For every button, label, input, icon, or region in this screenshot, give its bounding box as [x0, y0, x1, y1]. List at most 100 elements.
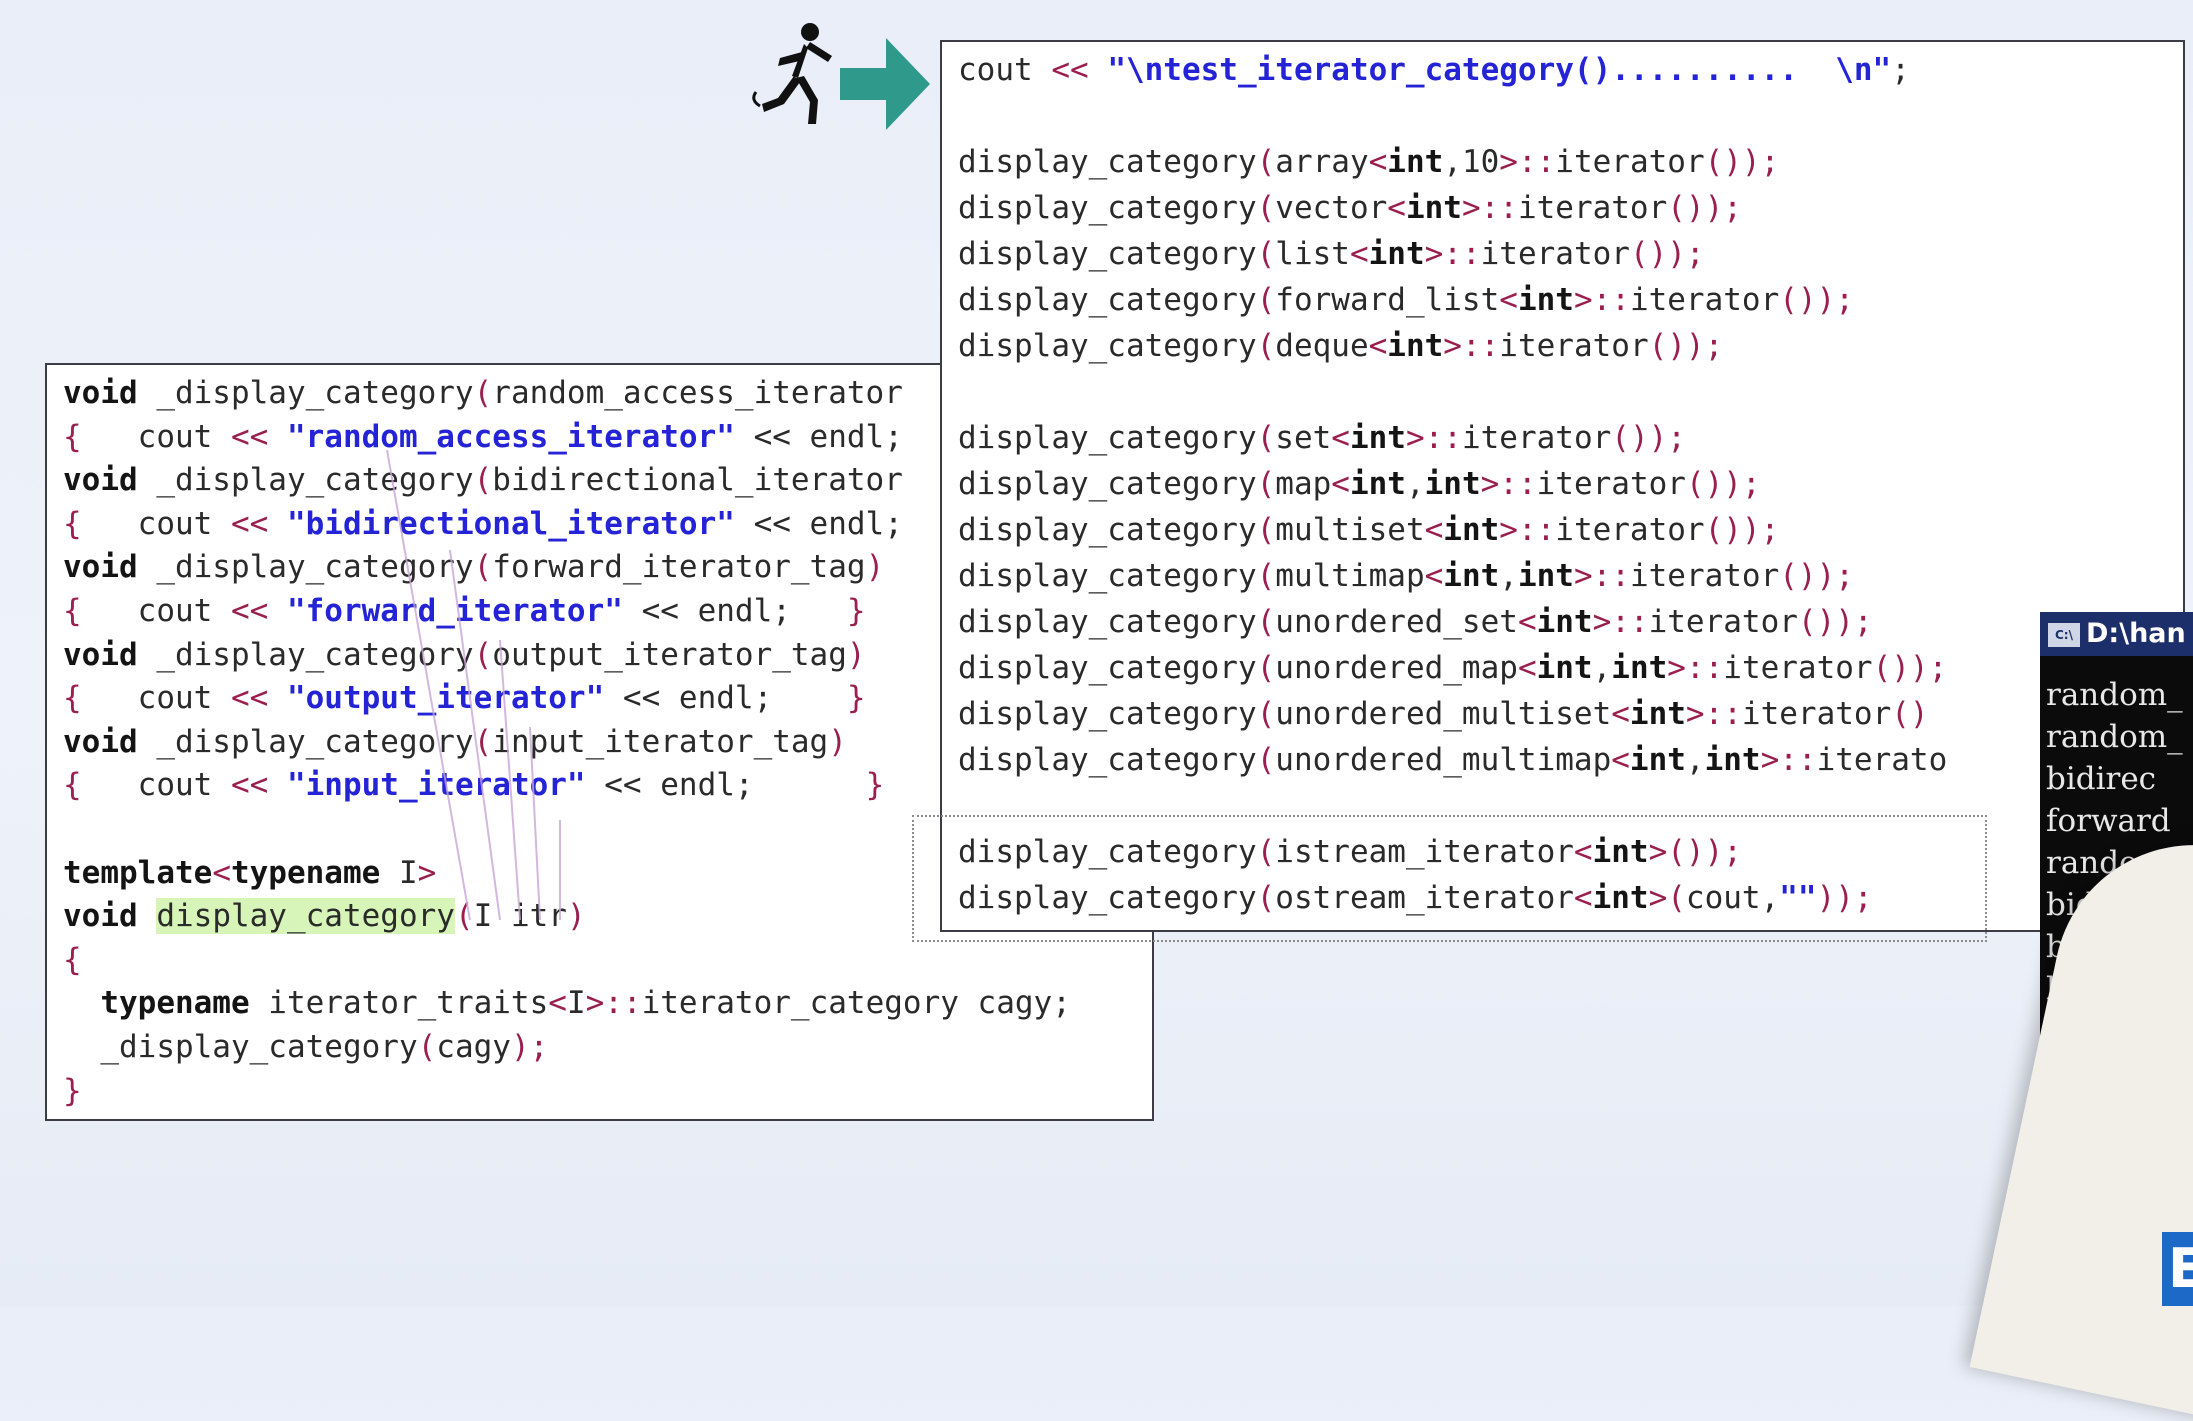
- template-code-token: ): [566, 898, 586, 935]
- test-code-token: int: [1517, 282, 1574, 318]
- test-code-line: display_category(map<int,int>::iterator(…: [958, 462, 1761, 506]
- template-code-token: _display_category: [63, 1029, 418, 1065]
- test-code-token: int: [1704, 742, 1761, 778]
- template-code-token: typename: [100, 985, 250, 1022]
- test-code-token: <: [1387, 190, 1406, 226]
- template-code-token: (: [473, 462, 493, 499]
- test-code-token: display_category: [958, 512, 1257, 548]
- test-code-line: display_category(unordered_multiset<int>…: [958, 692, 1929, 736]
- test-code-line: display_category(set<int>::iterator());: [958, 416, 1686, 460]
- test-code-token: iterator: [1517, 190, 1668, 226]
- test-code-token: <: [1331, 466, 1350, 502]
- test-code-token: ());: [1779, 558, 1854, 594]
- template-code-token: (: [473, 636, 493, 673]
- test-code-token: <: [1368, 328, 1388, 364]
- template-code-token: cout: [81, 593, 231, 629]
- template-code-line: { cout << "output_iterator" << endl; }: [63, 676, 866, 720]
- test-code-token: ());: [1704, 144, 1780, 180]
- test-code-token: unordered_multimap: [1275, 742, 1612, 778]
- template-code-token: cagy: [436, 1029, 511, 1065]
- test-code-token: display_category: [958, 650, 1257, 686]
- template-code-token: ): [846, 636, 866, 673]
- test-code-token: display_category: [958, 696, 1257, 732]
- template-code-token: [138, 898, 157, 934]
- test-code-token: >::: [1760, 742, 1817, 778]
- test-code-token: iterator: [1536, 466, 1686, 502]
- test-code-token: ());: [1685, 466, 1761, 502]
- test-code-token: display_category: [958, 144, 1257, 180]
- test-code-token: ());: [1629, 236, 1705, 272]
- test-code-token: deque: [1275, 328, 1369, 364]
- console-output-line: forward: [2046, 803, 2171, 839]
- test-code-token: display_category: [958, 834, 1257, 870]
- test-code-token: (: [1256, 328, 1276, 364]
- test-code-token: ,: [1499, 558, 1518, 594]
- template-code-token: "random_access_iterator": [268, 418, 735, 455]
- template-code-token: cout: [81, 505, 231, 542]
- test-code-token: ,: [1405, 466, 1425, 502]
- template-code-token: {: [63, 767, 82, 804]
- template-code-token: <<: [230, 680, 269, 717]
- template-code-line: void _display_category(random_access_ite…: [63, 371, 903, 415]
- test-code-token: int: [1517, 558, 1574, 594]
- console-output-line: random_: [2046, 677, 2183, 713]
- test-code-token: ;: [1891, 52, 1910, 88]
- template-code-token: );: [510, 1029, 549, 1065]
- test-code-token: (: [1256, 880, 1276, 916]
- test-code-line: display_category(istream_iterator<int>()…: [958, 830, 1742, 874]
- test-code-token: <: [1349, 236, 1369, 272]
- template-code-token: void: [63, 723, 138, 760]
- test-code-token: (: [1256, 236, 1276, 272]
- test-code-token: iterator: [1629, 282, 1780, 318]
- template-code-token: ): [828, 723, 847, 760]
- test-code-token: (: [1256, 834, 1276, 870]
- test-code-token: iterator: [1648, 604, 1798, 640]
- test-code-token: >());: [1648, 834, 1742, 870]
- template-code-line: void _display_category(bidirectional_ite…: [63, 458, 903, 502]
- test-code-token: ());: [1648, 328, 1724, 364]
- console-title: D:\han: [2086, 618, 2186, 649]
- arrow-right-icon: [840, 38, 930, 130]
- template-code-token: void: [63, 375, 138, 411]
- template-code-token: << endl;: [734, 505, 903, 542]
- template-code-token: I: [566, 985, 586, 1022]
- test-code-token: iterator: [1555, 144, 1705, 180]
- test-code-token: >::: [1443, 328, 1500, 364]
- test-code-line: display_category(array<int,10>::iterator…: [958, 140, 1779, 184]
- test-code-token: display_category: [958, 466, 1257, 502]
- template-code-line: }: [63, 1069, 82, 1113]
- test-code-line: display_category(ostream_iterator<int>(c…: [958, 876, 1873, 920]
- template-code-line: { cout << "input_iterator" << endl; }: [63, 763, 884, 807]
- template-code-token: }: [846, 680, 866, 717]
- template-code-token: cout: [81, 418, 231, 455]
- test-code-line: display_category(multimap<int,int>::iter…: [958, 554, 1854, 598]
- test-code-token: int: [1443, 558, 1500, 594]
- console-title-bar[interactable]: C:\D:\han: [2040, 612, 2193, 656]
- template-code-token: _display_category: [137, 375, 474, 411]
- test-code-token: int: [1387, 144, 1444, 180]
- test-code-token: ());: [1797, 604, 1873, 640]
- template-code-token: (: [473, 723, 493, 760]
- template-code-line: {: [63, 938, 82, 982]
- test-code-line: display_category(forward_list<int>::iter…: [958, 278, 1854, 322]
- test-code-token: list: [1275, 236, 1350, 272]
- template-code-token: _display_category: [137, 462, 474, 499]
- test-code-token: iterator: [1480, 236, 1630, 272]
- test-function-code-panel: cout << "\ntest_iterator_category().....…: [940, 40, 2185, 932]
- template-code-token: _display_category: [137, 549, 474, 586]
- console-output-line: bidirec: [2046, 761, 2157, 797]
- template-code-token: <<: [230, 505, 269, 542]
- test-code-line: display_category(deque<int>::iterator())…: [958, 324, 1723, 368]
- test-code-token: ostream_iterator: [1275, 880, 1574, 916]
- template-code-token: "output_iterator": [268, 680, 605, 717]
- test-code-token: cout: [958, 52, 1052, 88]
- template-code-token: (: [417, 1029, 437, 1065]
- test-code-token: <<: [1051, 52, 1089, 88]
- template-code-token: I itr: [473, 898, 567, 935]
- test-code-token: (: [1256, 144, 1276, 180]
- test-code-token: iterator: [1555, 512, 1705, 548]
- test-code-token: >::: [1573, 558, 1630, 594]
- test-code-token: iterato: [1816, 742, 1948, 778]
- test-code-token: ));: [1816, 880, 1873, 916]
- template-code-token: }: [846, 593, 866, 629]
